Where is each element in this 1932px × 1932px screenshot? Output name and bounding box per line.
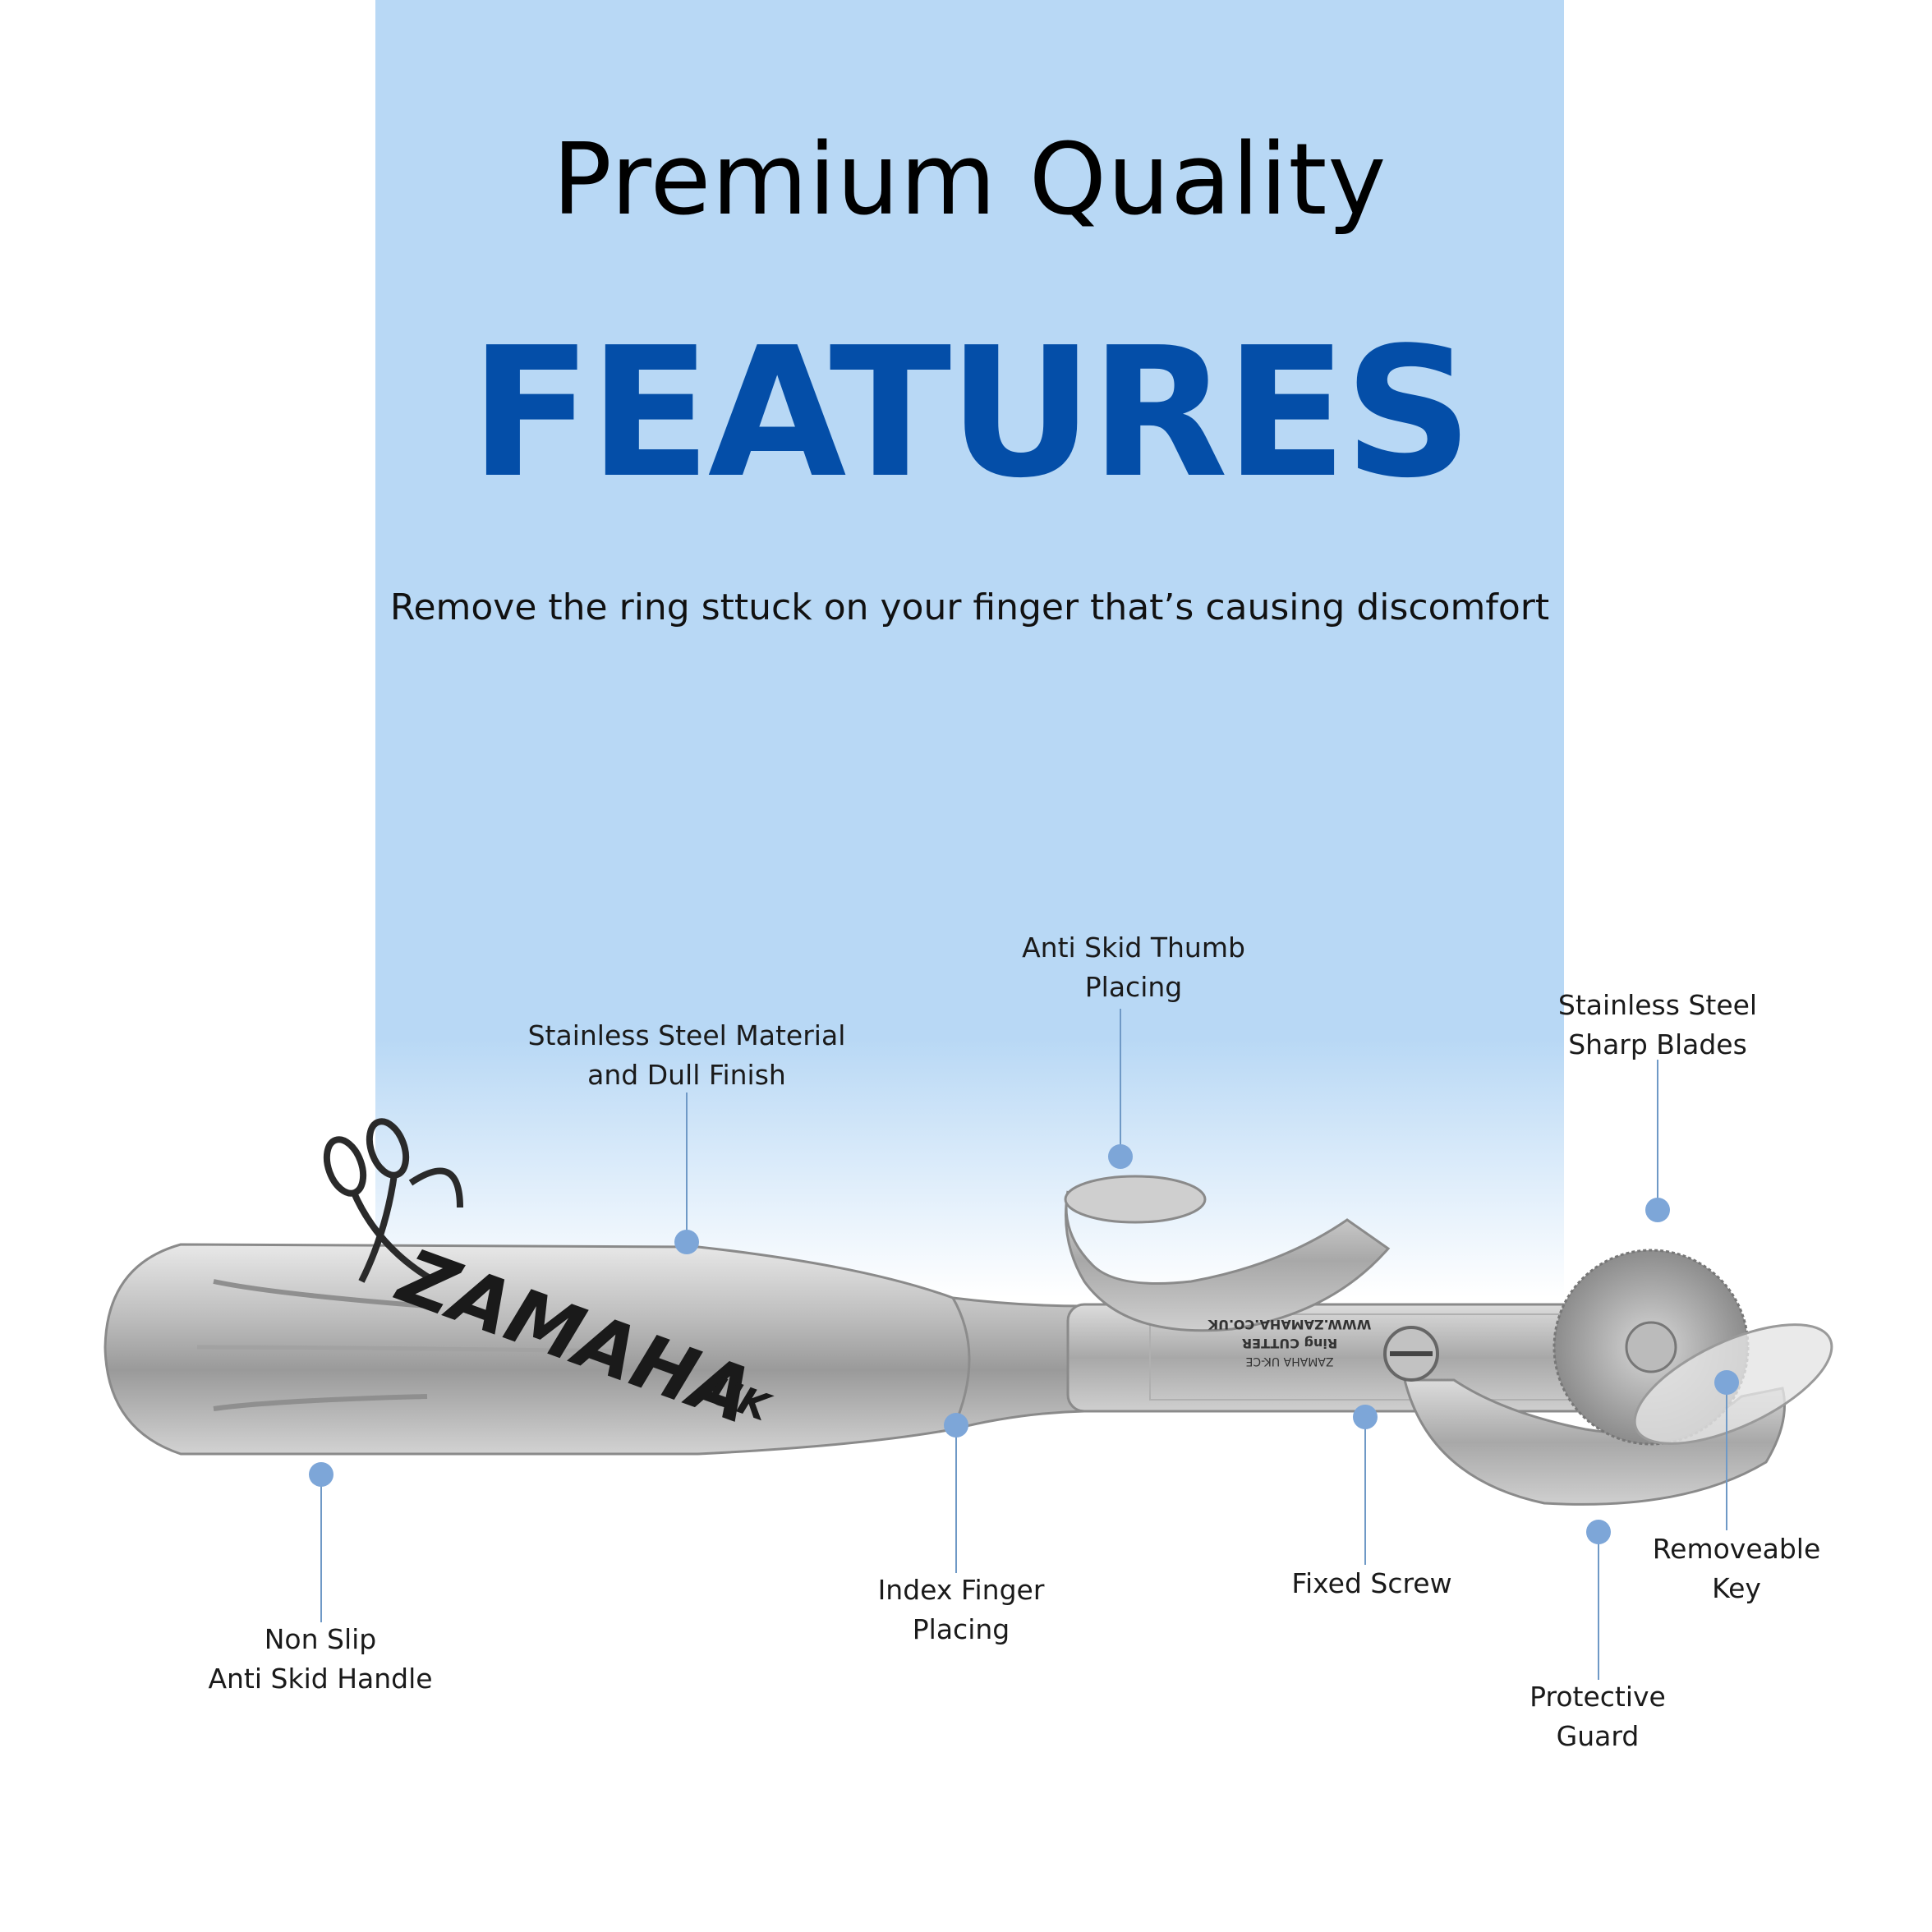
leader-line (1598, 1532, 1599, 1680)
callout-protective-guard: Protective Guard (1530, 1681, 1666, 1752)
leader-line (1364, 1417, 1366, 1565)
handle (104, 1243, 1086, 1456)
marker-dot (674, 1230, 699, 1254)
protective-guard-shape (1403, 1378, 1786, 1506)
thumb-rest (1064, 1175, 1391, 1332)
page-title: Premium Quality (552, 123, 1387, 237)
marker-dot (1586, 1520, 1611, 1544)
callout-fixed-screw: Fixed Screw (1291, 1567, 1452, 1599)
callout-thumb-placing: Anti Skid Thumb Placing (1022, 932, 1245, 1003)
marker-dot (1108, 1144, 1133, 1169)
marker-dot (309, 1462, 334, 1487)
leader-line (955, 1425, 957, 1573)
marker-dot (1645, 1198, 1670, 1222)
marker-dot (1714, 1370, 1739, 1395)
leader-line (1120, 1009, 1121, 1157)
svg-text:WWW.ZAMAHA.CO.UK: WWW.ZAMAHA.CO.UK (1208, 1317, 1371, 1332)
callout-steel-material: Stainless Steel Material and Dull Finish (527, 1019, 846, 1091)
leader-line (1657, 1060, 1658, 1208)
leader-line (686, 1092, 688, 1240)
screw-icon (1383, 1326, 1439, 1382)
svg-text:ZAMAHA UK-CE: ZAMAHA UK-CE (1245, 1355, 1333, 1368)
callout-removeable-key: Removeable Key (1652, 1533, 1821, 1604)
callout-sharp-blades: Stainless Steel Sharp Blades (1557, 989, 1758, 1060)
engraving: WWW.ZAMAHA.CO.UK Ring CUTTER ZAMAHA UK-C… (1208, 1317, 1371, 1368)
background-panel (375, 0, 1564, 1298)
marker-dot (944, 1413, 968, 1438)
features-headline: FEATURES (469, 310, 1473, 518)
svg-text:Ring CUTTER: Ring CUTTER (1242, 1336, 1337, 1351)
leader-line (320, 1474, 322, 1622)
scissors-icon (323, 1118, 463, 1285)
leader-line (1726, 1382, 1727, 1530)
tagline: Remove the ring sttuck on your finger th… (389, 586, 1550, 628)
callout-index-finger: Index Finger Placing (877, 1574, 1045, 1645)
callout-non-slip-handle: Non Slip Anti Skid Handle (208, 1623, 433, 1695)
marker-dot (1353, 1405, 1378, 1429)
